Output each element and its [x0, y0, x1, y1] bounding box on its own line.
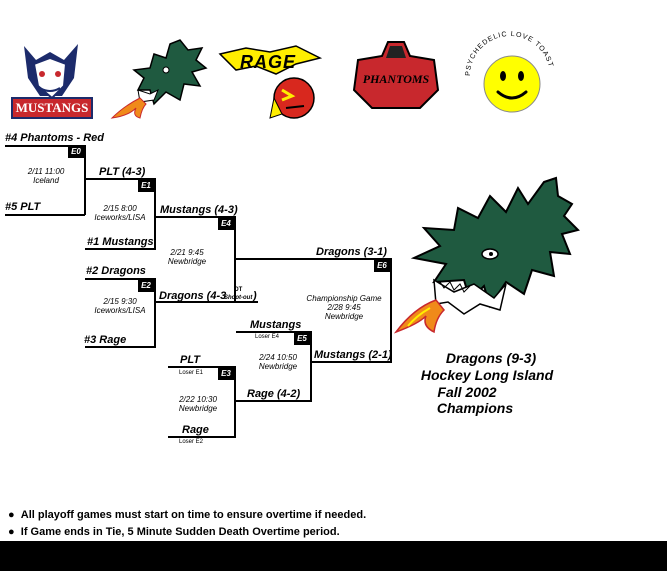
info-e4-line1: 2/21 9:45 — [170, 248, 204, 257]
e4-closing-paren: ) — [253, 290, 257, 302]
psychedelic-love-toast-logo: PSYCHEDELIC LOVE TOAST — [460, 30, 560, 116]
info-e0-line1: 2/11 11:00 — [27, 167, 65, 176]
team-e6-bottom: Mustangs (2-1) — [314, 349, 392, 361]
e3-top-note: Loser E1 — [179, 370, 204, 376]
line-e2-bottom — [85, 346, 156, 348]
line-e0-out — [85, 178, 155, 180]
team-e2-top: #2 Dragons — [86, 265, 146, 277]
info-e6-line2: 2/28 9:45 — [327, 303, 361, 312]
mustangs-logo-text: MUSTANGS — [15, 100, 89, 115]
info-e3-line1: 2/22 10:30 — [179, 395, 217, 404]
line-e0-top — [5, 145, 85, 147]
line-e1-out — [155, 216, 235, 218]
game-box-e5: E5 — [294, 333, 310, 345]
game-box-e4: E4 — [218, 218, 234, 230]
line-e3-out — [235, 400, 312, 402]
line-e2-out — [155, 301, 258, 303]
info-e2-line2: Iceworks/LISA — [94, 306, 146, 315]
line-e1-vert — [154, 178, 156, 249]
game-box-e0: E0 — [68, 146, 84, 158]
note-1-bullet: ● — [8, 509, 21, 521]
note-1-text: All playoff games must start on time to … — [20, 509, 367, 521]
line-e6-vert — [390, 258, 392, 362]
team-e5-top: Mustangs — [250, 319, 302, 331]
team-e3-top: PLT — [180, 354, 200, 366]
line-e0-bottom — [5, 214, 85, 216]
team-e5-bottom: Rage (4-2) — [247, 388, 301, 400]
line-e4-out — [235, 258, 391, 260]
champion-line-1: Dragons (9-3) — [445, 350, 537, 366]
line-e5-vert — [310, 331, 312, 401]
team-e1-bottom: #1 Mustangs — [87, 236, 154, 248]
e4-ot-label: OT — [234, 287, 243, 293]
note-2-bullet: ● — [8, 526, 21, 538]
line-e5-out — [311, 361, 392, 363]
game-box-e3: E3 — [218, 368, 234, 380]
team-e2-bottom: #3 Rage — [84, 334, 127, 346]
info-e1-line1: 2/15 8:00 — [103, 204, 137, 213]
team-e6-winner-in: Dragons (3-1) — [316, 246, 387, 258]
info-e6-line3: Newbridge — [324, 312, 364, 321]
info-e3-line2: Newbridge — [178, 404, 218, 413]
phantoms-logo-text: PHANTOMS — [362, 72, 430, 86]
team-e0-bottom: #5 PLT — [5, 201, 41, 213]
dragons-logo-large — [393, 176, 582, 336]
game-box-e6: E6 — [374, 260, 390, 272]
info-e1-line2: Iceworks/LISA — [94, 213, 146, 222]
mustangs-logo: MUSTANGS — [10, 38, 94, 124]
team-e0-top: #4 Phantoms - Red — [5, 132, 105, 144]
team-e1-winner-in: PLT (4-3) — [99, 166, 146, 178]
footer-bar — [0, 541, 667, 571]
line-e3-bottom — [168, 436, 236, 438]
phantoms-logo: PHANTOMS — [350, 40, 442, 112]
team-e4-top: Mustangs (4-3) — [160, 204, 238, 216]
rage-logo: RAGE — [216, 44, 324, 124]
team-e3-bottom: Rage — [182, 424, 209, 436]
line-e0-vert — [84, 145, 86, 215]
dragons-logo-small — [110, 38, 210, 122]
line-e5-top — [236, 331, 312, 333]
note-2-text: If Game ends in Tie, 5 Minute Sudden Dea… — [20, 526, 340, 538]
line-e2-top — [85, 278, 156, 280]
info-e4-line2: Newbridge — [167, 257, 207, 266]
e5-top-note: Loser E4 — [255, 334, 280, 340]
line-e3-top — [168, 366, 236, 368]
e4-shootout-label: Shoot-out — [224, 295, 253, 301]
info-e5-line1: 2/24 10:50 — [259, 353, 297, 362]
info-e6-line1: Championship Game — [306, 294, 382, 303]
info-e0-line2: Iceland — [33, 176, 59, 185]
info-e2-line1: 2/15 9:30 — [103, 297, 137, 306]
e3-bottom-note: Loser E2 — [179, 439, 204, 445]
note-2: ● If Game ends in Tie, 5 Minute Sudden D… — [8, 526, 340, 538]
rage-logo-text: RAGE — [240, 52, 297, 72]
line-e1-bottom — [85, 248, 156, 250]
team-e4-bottom: Dragons (4-3 — [159, 290, 227, 302]
line-e2-vert — [154, 278, 156, 347]
champion-line-3: Fall 2002 — [437, 384, 497, 400]
game-box-e1: E1 — [138, 180, 154, 192]
champion-line-2: Hockey Long Island — [420, 367, 554, 383]
game-box-e2: E2 — [138, 280, 154, 292]
note-1: ● All playoff games must start on time t… — [8, 509, 366, 521]
info-e5-line2: Newbridge — [258, 362, 298, 371]
champion-line-4: Champions — [436, 400, 514, 416]
